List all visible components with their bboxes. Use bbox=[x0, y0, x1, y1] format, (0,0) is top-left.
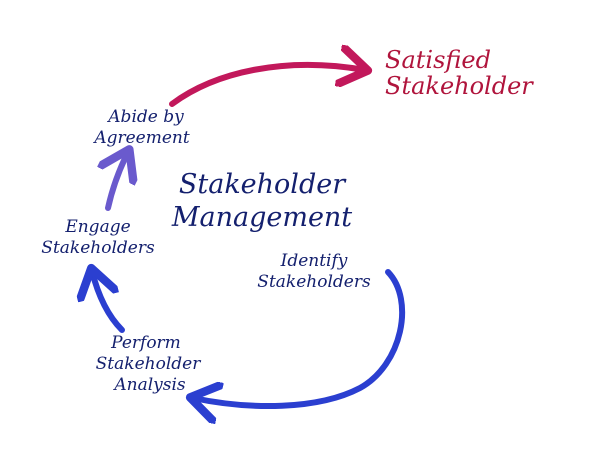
arrow-identify-to-analysis bbox=[193, 269, 406, 406]
step-abide-line-2: Agreement bbox=[92, 128, 190, 148]
arrow-analysis-to-engage bbox=[92, 271, 125, 333]
step-analysis-line-1: Perform bbox=[110, 333, 181, 353]
goal-line-1: Satisfied bbox=[385, 46, 491, 74]
title-line-2: Management bbox=[171, 202, 352, 233]
step-identify-stakeholders: Identify Stakeholders bbox=[257, 251, 371, 292]
step-engage-line-1: Engage bbox=[64, 217, 130, 237]
title-line-1: Stakeholder bbox=[179, 169, 347, 200]
goal-line-2: Stakeholder bbox=[385, 72, 534, 100]
step-engage-line-2: Stakeholders bbox=[41, 238, 155, 258]
arrow-abide-to-goal bbox=[169, 65, 365, 107]
step-abide-line-1: Abide by bbox=[106, 107, 184, 127]
step-abide-by-agreement: Abide by Agreement bbox=[92, 107, 190, 148]
diagram-title: Stakeholder Management bbox=[171, 169, 352, 233]
step-identify-line-1: Identify bbox=[280, 251, 348, 271]
goal-satisfied-stakeholder: Satisfied Stakeholder bbox=[385, 46, 534, 100]
step-identify-line-2: Stakeholders bbox=[257, 272, 371, 292]
arrow-engage-to-abide bbox=[108, 152, 128, 211]
step-engage-stakeholders: Engage Stakeholders bbox=[41, 217, 155, 258]
step-analysis-line-2: Stakeholder bbox=[96, 354, 202, 374]
step-analysis-line-3: Analysis bbox=[112, 375, 186, 395]
step-perform-analysis: Perform Stakeholder Analysis bbox=[96, 333, 202, 395]
